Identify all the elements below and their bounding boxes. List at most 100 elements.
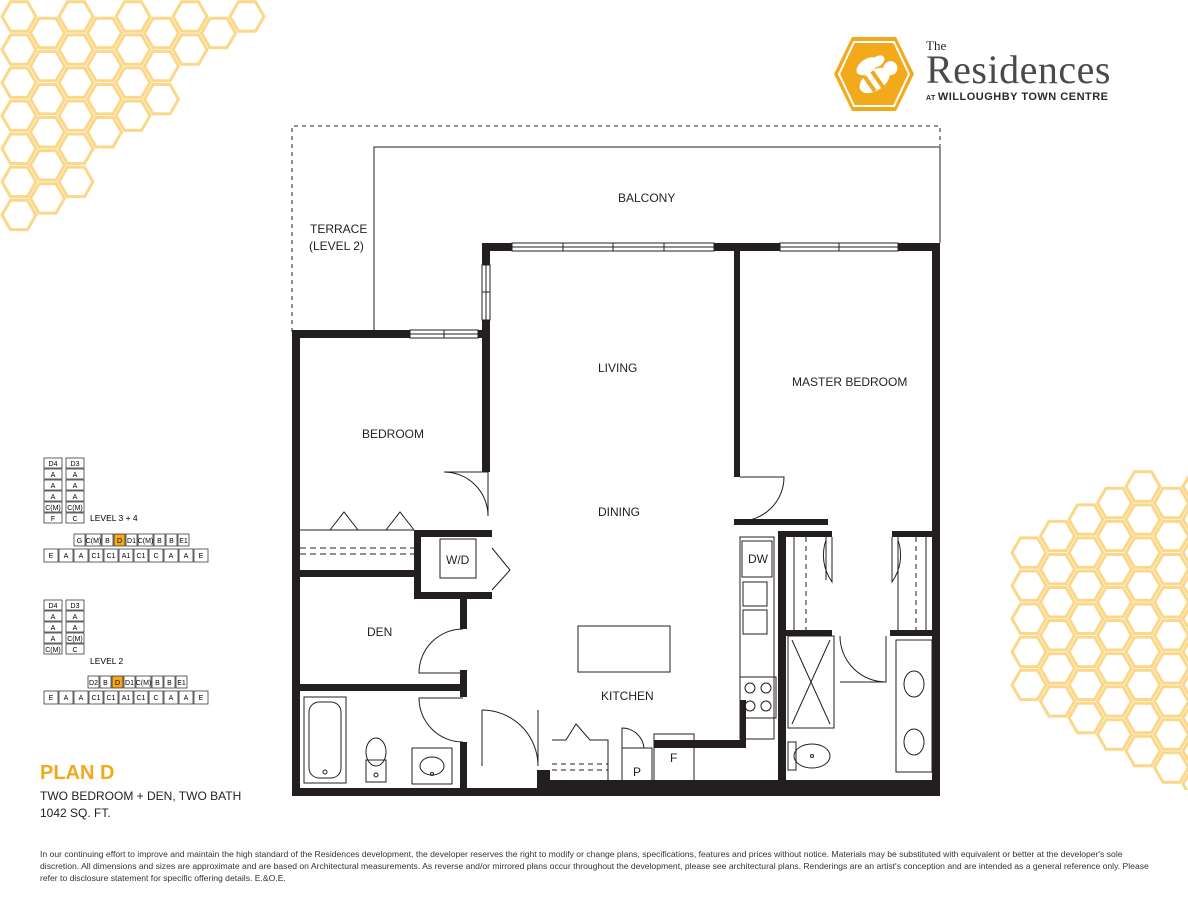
honeycomb-cell <box>1095 486 1134 520</box>
honeycomb-cell <box>1181 673 1188 697</box>
key-plan-unit: C1 <box>103 690 119 705</box>
key-plan-unit: A <box>65 621 85 633</box>
room-label-kitchen: KITCHEN <box>601 689 654 703</box>
key-plan-unit: D3 <box>65 599 85 611</box>
honeycomb-cell <box>85 83 124 116</box>
honeycomb-cell <box>57 165 95 199</box>
key-plan-unit: E <box>193 690 209 705</box>
key-plan-unit-label: D1 <box>127 538 136 545</box>
key-plan-unit-label: A <box>64 695 69 702</box>
legal-disclaimer: In our continuing effort to improve and … <box>40 849 1149 883</box>
honeycomb-cell <box>142 49 181 83</box>
room-label-master-bedroom: MASTER BEDROOM <box>792 375 908 389</box>
honeycomb-cell <box>1067 635 1105 669</box>
key-plan-unit: B <box>153 533 166 547</box>
key-plan-unit: D3 <box>65 457 85 469</box>
key-plan-unit-label: D4 <box>49 603 58 610</box>
plan-area: 1042 SQ. FT. <box>40 806 111 820</box>
honeycomb-cell <box>0 132 38 165</box>
honeycomb-cell <box>1152 619 1188 652</box>
honeycomb-cell <box>171 0 209 33</box>
honeycomb-cell <box>1181 739 1188 763</box>
honeycomb-cell <box>57 0 95 33</box>
key-plan-unit: C1 <box>133 548 149 563</box>
key-plan-unit: C <box>148 690 164 705</box>
room-label-terrace-level: (LEVEL 2) <box>309 239 364 253</box>
honeycomb-cell <box>1152 718 1188 751</box>
honeycomb-pattern-bottom-right <box>1010 470 1188 790</box>
key-plan-unit: D4 <box>43 457 63 469</box>
honeycomb-cell <box>1067 503 1105 536</box>
key-plan-unit-label: C(M) <box>136 680 152 687</box>
key-plan-unit: A <box>178 548 194 563</box>
key-plan-unit-label: A <box>184 695 189 702</box>
honeycomb-cell <box>114 0 152 33</box>
key-plan-unit-label: E1 <box>177 680 186 687</box>
key-plan-unit: G <box>73 533 86 547</box>
key-plan-unit: D <box>111 675 124 689</box>
honeycomb-cell <box>171 33 209 66</box>
honeycomb-cell <box>0 198 38 232</box>
key-plan-unit-label: A <box>169 695 174 702</box>
honeycomb-cell <box>0 0 38 33</box>
honeycomb-cell <box>1095 685 1134 718</box>
key-plan-unit-label: C1 <box>107 695 116 702</box>
honeycomb-pattern-top-left <box>0 0 266 232</box>
key-plan-unit: C(M) <box>135 675 152 689</box>
key-plan-unit: E1 <box>177 533 190 547</box>
key-plan-level-label: LEVEL 3 + 4 <box>90 513 138 523</box>
honeycomb-cell <box>1124 734 1162 768</box>
honeycomb-cell <box>1067 536 1105 569</box>
key-plan-unit-label: B <box>157 538 162 545</box>
honeycomb-cell <box>1124 602 1162 635</box>
key-plan-unit: A <box>43 632 63 644</box>
honeycomb-cell <box>1010 668 1048 702</box>
key-plan-unit-label: C(M) <box>67 636 83 643</box>
key-plan-unit-label: A <box>73 472 78 479</box>
key-plan-unit-label: C(M) <box>45 505 61 512</box>
key-plan-unit-label: A <box>51 472 56 479</box>
honeycomb-cell <box>1010 569 1048 602</box>
key-plan-unit-label: A <box>51 636 56 643</box>
honeycomb-cell <box>1095 652 1134 685</box>
plan-type: TWO BEDROOM + DEN, TWO BATH <box>40 789 242 803</box>
key-plan-unit-label: C(M) <box>86 538 102 545</box>
logo-name: Residences <box>926 47 1111 92</box>
key-plan-unit-label: C <box>153 695 158 702</box>
key-plan-unit: A <box>43 610 63 622</box>
fixtures <box>300 471 933 785</box>
key-plan-unit-label: A <box>79 695 84 702</box>
honeycomb-cell <box>0 66 38 99</box>
honeycomb-cell <box>28 116 67 149</box>
key-plan-unit: E <box>193 548 209 563</box>
honeycomb-cell <box>142 16 181 50</box>
key-plan-unit: D <box>113 533 126 547</box>
key-plan-unit-label: D3 <box>71 603 80 610</box>
honeycomb-cell <box>28 16 67 50</box>
logo-the-text: The <box>926 38 947 53</box>
key-plan-unit: A <box>58 548 74 563</box>
honeycomb-cell <box>1038 519 1077 553</box>
key-plan-unit: A <box>163 548 179 563</box>
key-plan-unit: A <box>43 490 63 502</box>
honeycomb-cell <box>1067 701 1105 735</box>
key-plan-unit-label: A <box>184 553 189 560</box>
honeycomb-cell <box>1152 553 1188 586</box>
room-label-fridge: F <box>670 751 678 765</box>
honeycomb-cell <box>1152 486 1188 520</box>
key-plan-unit-label: A <box>51 494 56 501</box>
key-plan-unit-label: A1 <box>122 553 131 560</box>
room-label-washer-dryer: W/D <box>446 553 470 567</box>
honeycomb-cell <box>1124 569 1162 602</box>
balcony-outline <box>373 146 941 330</box>
key-plan-unit-label: C1 <box>92 695 101 702</box>
key-plan-unit: C1 <box>88 690 104 705</box>
key-plan-unit-label: A <box>73 614 78 621</box>
honeycomb-cell <box>1124 536 1162 569</box>
honeycomb-cell <box>1038 652 1077 685</box>
key-plan-unit: A <box>178 690 194 705</box>
honeycomb-cell <box>1181 474 1188 499</box>
key-plan-unit-label: D4 <box>49 461 58 468</box>
